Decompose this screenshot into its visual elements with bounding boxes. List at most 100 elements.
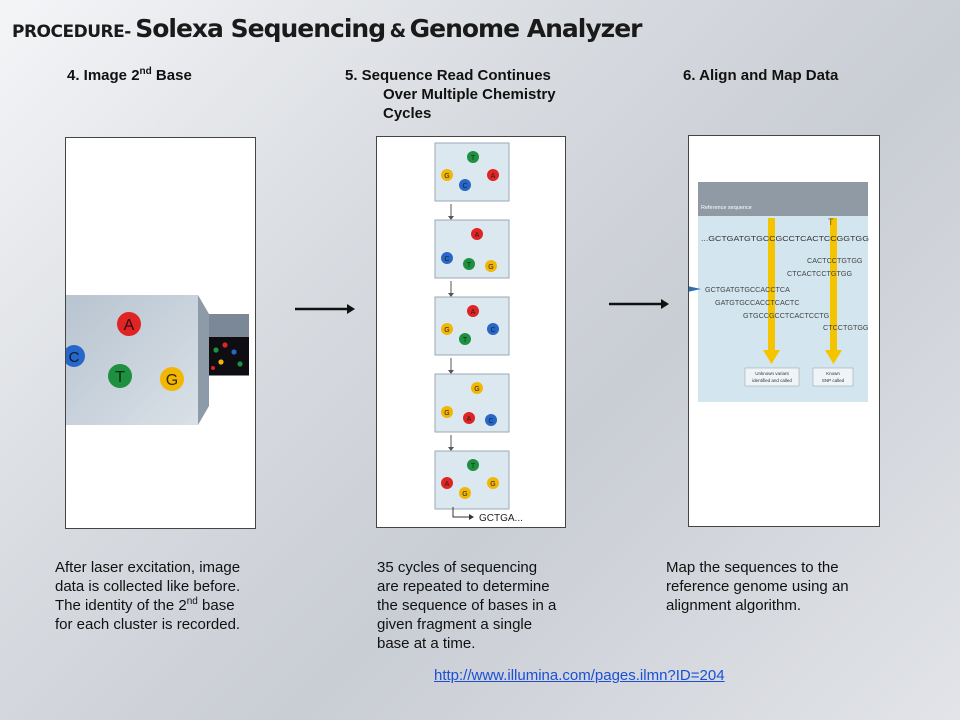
cluster-dot [487, 323, 499, 335]
cluster-label: A [471, 309, 476, 316]
read-5: GTGCCGCCTCACTCCTG [743, 311, 830, 320]
cluster-label: A [467, 416, 472, 423]
cluster-G: G [160, 367, 184, 391]
alignment-diagram: Reference sequence T ...GCTGATGTGCCGCCTC… [687, 182, 869, 402]
cluster-dot [441, 323, 453, 335]
svg-text:identified and called: identified and called [752, 378, 792, 383]
cluster-dot [467, 151, 479, 163]
image-panel-step-6: Reference sequence T ...GCTGATGTGCCGCCTC… [687, 135, 880, 527]
cycle-frame: T G C A [434, 142, 510, 202]
cluster-label: G [474, 386, 479, 393]
spot-dot [237, 361, 243, 367]
variant-column-known [830, 218, 837, 350]
image-panel-step-4: A C T G [63, 137, 256, 529]
read-3: GCTGATGTGCCACCTCA [705, 285, 790, 294]
spot-dot [211, 366, 215, 370]
cycle-frame: G G A C [434, 373, 510, 433]
slide-title: PROCEDURE- Solexa Sequencing & Genome An… [12, 14, 643, 43]
cluster-label: A [475, 232, 480, 239]
cluster-label: A [491, 173, 496, 180]
cluster-dot [441, 406, 453, 418]
cluster-T: T [108, 364, 132, 388]
label-box-known [812, 367, 854, 387]
cluster-label: G [462, 491, 467, 498]
cluster-dot [459, 333, 471, 345]
title-main-1: Solexa Sequencing [135, 14, 386, 43]
read-pointer-arrow-icon [687, 286, 701, 292]
reference-header-bar [698, 182, 868, 216]
cluster-label: T [463, 337, 468, 344]
title-main-2: Genome Analyzer [409, 14, 643, 43]
reference-label: Reference sequence [701, 205, 752, 211]
step-4-heading: 4. Image 2nd Base [67, 66, 192, 85]
cluster-dot [471, 382, 483, 394]
step-6-caption: Map the sequences to the reference genom… [666, 559, 849, 614]
spot-dot [218, 359, 224, 365]
flow-cell-edge [198, 295, 209, 425]
spot-dot [222, 342, 228, 348]
cluster-label: C [488, 418, 493, 425]
cluster-label: T [467, 262, 472, 269]
down-arrowhead-icon [448, 370, 454, 374]
cluster-label: T [471, 463, 476, 470]
cluster-dot [441, 169, 453, 181]
svg-text:Unknown variant: Unknown variant [755, 371, 789, 376]
down-arrowhead-icon [448, 447, 454, 451]
cluster-label: T [471, 155, 476, 162]
down-arrowhead-icon [448, 293, 454, 297]
spot-dot [213, 347, 219, 353]
source-link[interactable]: http://www.illumina.com/pages.ilmn?ID=20… [434, 667, 725, 684]
readout-sequence: GCTGA... [479, 513, 523, 524]
reference-sequence: ...GCTGATGTGCCGCCTCACTCCGGTGG [701, 234, 869, 243]
label-box-unknown [744, 367, 800, 387]
snp-letter: T [828, 217, 834, 227]
right-arrow-icon [295, 304, 355, 314]
svg-text:C: C [69, 349, 80, 366]
read-4: GATGTGCCACCTCACTC [715, 298, 800, 307]
cluster-dot [487, 169, 499, 181]
cluster-label: G [444, 173, 449, 180]
cluster-label: G [444, 410, 449, 417]
right-arrow-icon [609, 299, 669, 309]
cluster-C: C [63, 345, 85, 367]
cluster-dot [463, 258, 475, 270]
cluster-dot [467, 305, 479, 317]
cluster-dot [441, 477, 453, 489]
cluster-dot [441, 252, 453, 264]
cluster-dot [487, 477, 499, 489]
down-arrowhead-icon [448, 216, 454, 220]
cluster-label: G [444, 327, 449, 334]
cluster-label: C [462, 183, 467, 190]
cluster-A: A [117, 312, 141, 336]
down-arrow-icon [763, 350, 780, 364]
cluster-dot [485, 414, 497, 426]
step-5-caption: 35 cycles of sequencing are repeated to … [377, 559, 557, 652]
svg-text:SNP called: SNP called [822, 378, 845, 383]
readout-arrow-icon [452, 507, 469, 518]
step-4-caption: After laser excitation, image data is co… [55, 559, 241, 633]
cluster-dot [459, 487, 471, 499]
cluster-label: C [444, 256, 449, 263]
read-6: CTCCTGTGG [823, 323, 869, 332]
svg-text:T: T [115, 369, 125, 386]
svg-text:G: G [166, 372, 178, 389]
step-6-heading: 6. Align and Map Data [683, 67, 839, 84]
detector-view [209, 337, 249, 375]
svg-text:Known: Known [826, 371, 840, 376]
title-amp: & [389, 20, 407, 42]
cluster-label: G [488, 264, 493, 271]
cycle-frame: A C T G [434, 219, 510, 279]
read-1: CACTCCTGTGG [807, 256, 863, 265]
readout-arrowhead-icon [469, 514, 474, 520]
cluster-dot [471, 228, 483, 240]
svg-text:A: A [124, 317, 135, 334]
title-prefix: PROCEDURE- [12, 22, 131, 42]
cluster-dot [459, 179, 471, 191]
cluster-dot [463, 412, 475, 424]
variant-column-unknown [768, 218, 775, 350]
cluster-dot [485, 260, 497, 272]
cluster-dot [467, 459, 479, 471]
